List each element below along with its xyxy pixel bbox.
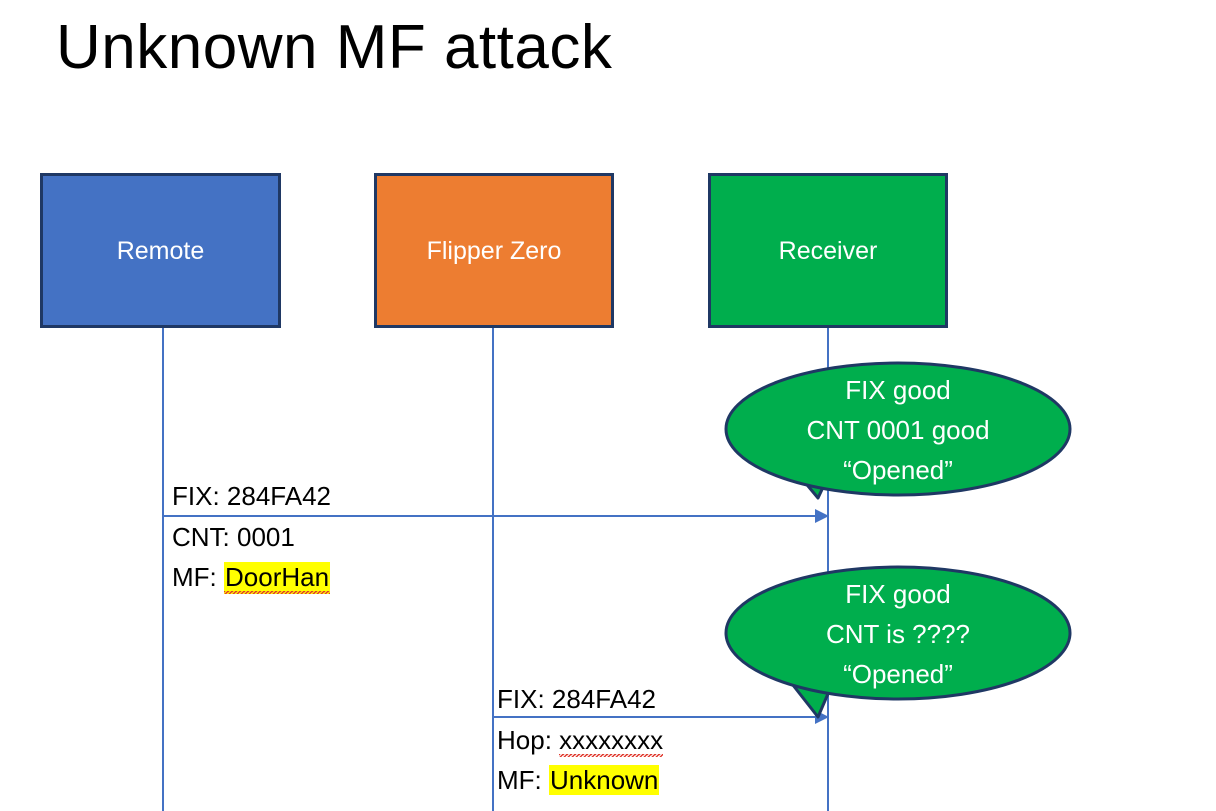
message-remote-cnt-label: CNT: bbox=[172, 522, 237, 552]
message-remote-cnt-value: 0001 bbox=[237, 522, 295, 552]
message-remote-mf-label: MF: bbox=[172, 562, 224, 592]
message-flipper-line-mf: MF: Unknown bbox=[497, 760, 660, 800]
lifeline-flipper-zero bbox=[492, 328, 494, 811]
actor-box-remote[interactable]: Remote bbox=[40, 173, 281, 328]
message-flipper-fix-label: FIX: bbox=[497, 684, 552, 714]
message-flipper-mf-label: MF: bbox=[497, 765, 549, 795]
page-title: Unknown MF attack bbox=[56, 13, 613, 82]
lifeline-remote bbox=[162, 328, 164, 811]
message-flipper-line-hop: Hop: xxxxxxxx bbox=[497, 720, 664, 760]
message-remote-mf-value: DoorHan bbox=[224, 562, 331, 594]
actor-label-remote: Remote bbox=[116, 236, 205, 265]
message-arrow-remote-to-receiver bbox=[163, 509, 829, 523]
actor-label-flipper-zero: Flipper Zero bbox=[426, 236, 562, 265]
callout-receiver-first[interactable]: FIX good CNT 0001 good “Opened” bbox=[718, 358, 1078, 523]
message-remote-fix-value: 284FA42 bbox=[226, 481, 331, 511]
actor-box-flipper-zero[interactable]: Flipper Zero bbox=[374, 173, 614, 328]
message-flipper-fix-value: 284FA42 bbox=[551, 684, 656, 714]
message-remote-line-mf: MF: DoorHan bbox=[172, 557, 331, 597]
message-remote-fix-label: FIX: bbox=[172, 481, 227, 511]
message-flipper-hop-label: Hop: bbox=[497, 725, 560, 755]
actor-box-receiver[interactable]: Receiver bbox=[708, 173, 948, 328]
callout-shape-second bbox=[724, 565, 1072, 719]
message-flipper-line-fix: FIX: 284FA42 bbox=[497, 679, 656, 719]
callout-receiver-second[interactable]: FIX good CNT is ???? “Opened” bbox=[718, 560, 1078, 725]
message-remote-line-cnt: CNT: 0001 bbox=[172, 517, 295, 557]
message-flipper-hop-value: xxxxxxxx bbox=[559, 725, 664, 757]
lifeline-receiver bbox=[827, 328, 829, 811]
message-remote-line-fix: FIX: 284FA42 bbox=[172, 476, 331, 516]
actor-label-receiver: Receiver bbox=[778, 236, 878, 265]
message-flipper-mf-value: Unknown bbox=[549, 765, 660, 795]
callout-shape-first bbox=[724, 361, 1072, 500]
